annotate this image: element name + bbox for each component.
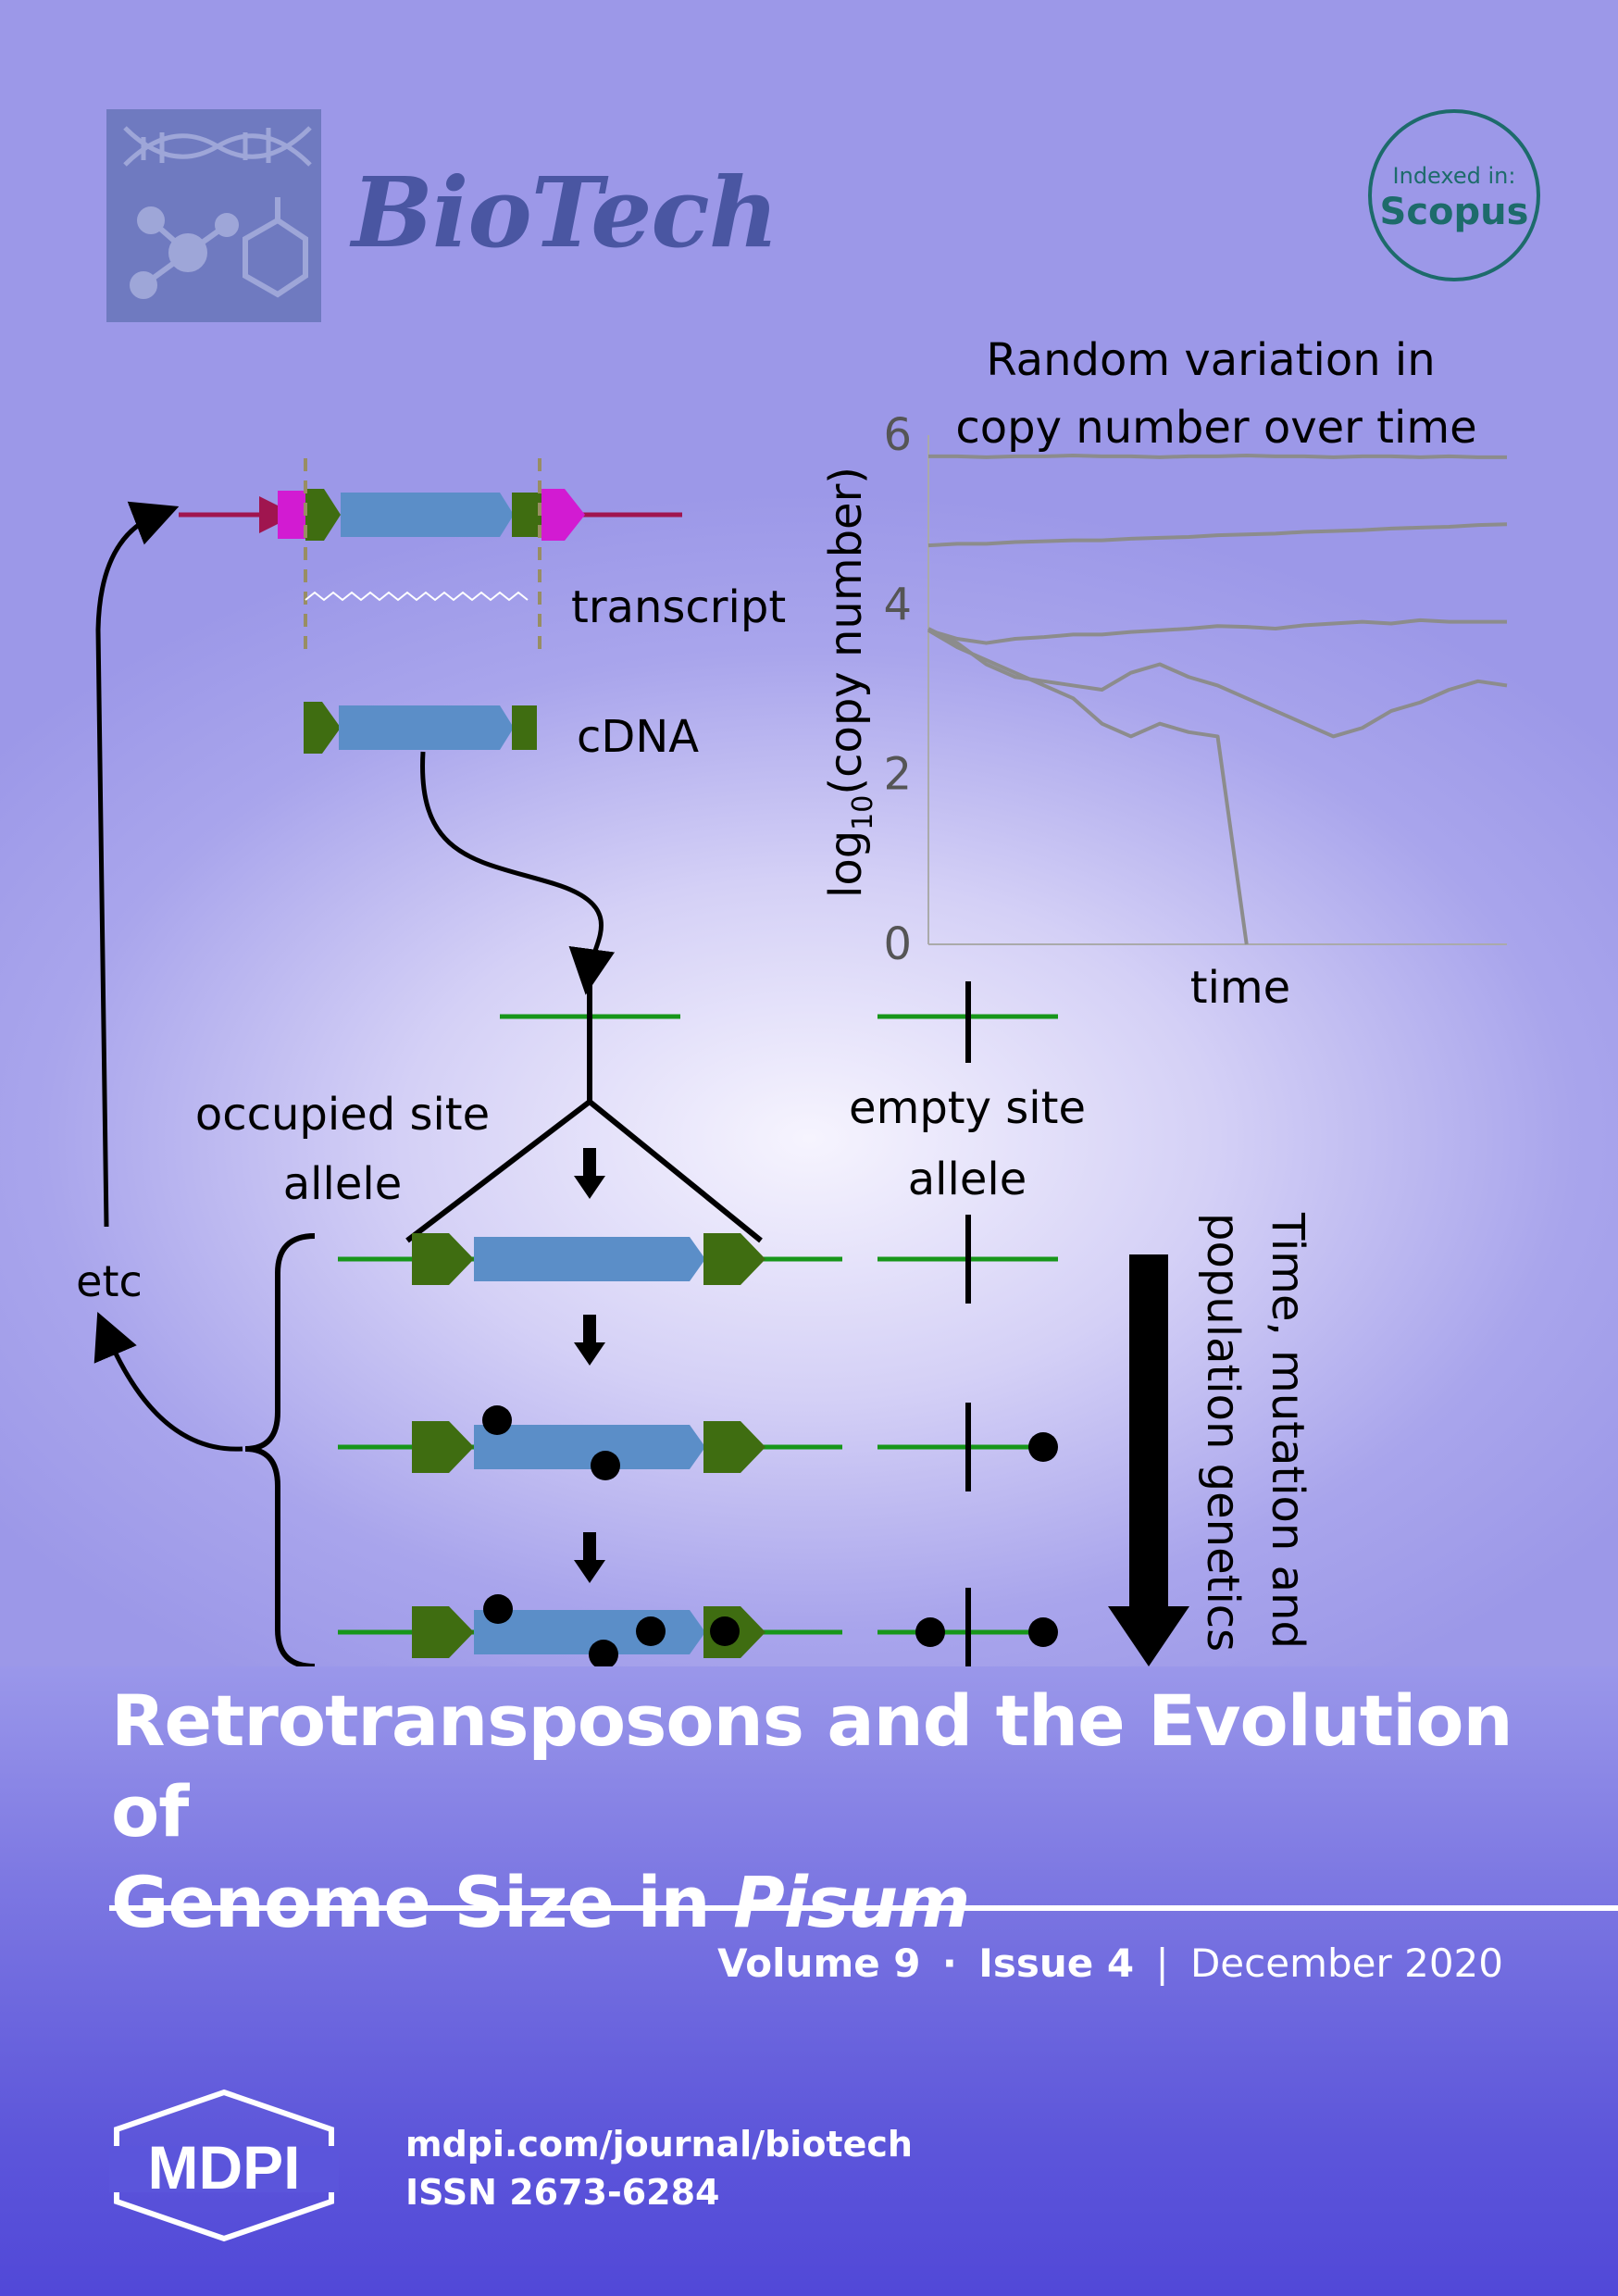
source-element: transcript [179,458,786,653]
cdna-element: cDNA [304,702,699,995]
mdpi-logo-icon: MDPI [109,2089,339,2242]
cycle-arrow-upper [95,501,180,1228]
issn: ISSN 2673-6284 [405,2172,720,2213]
chart-title-line2: copy number over time [955,402,1476,454]
insertion-site [405,981,1058,1243]
issue-dot: · [941,1940,957,1986]
occupied-allele-2 [338,1405,842,1480]
article-title: Retrotransposons and the Evolution of Ge… [111,1676,1555,1948]
volume-label: Volume 9 [717,1940,921,1986]
title-divider [109,1905,1618,1911]
biotech-logo-icon [106,109,321,322]
time-arrow-icon [1108,1254,1189,1666]
article-title-line2-prefix: Genome Size in [111,1861,734,1943]
chart-title-line1: Random variation in [986,334,1435,386]
empty-allele-2 [877,1403,1058,1491]
issue-separator: | [1155,1940,1169,1986]
y-axis-label-log: log [820,830,872,898]
empty-allele-1 [877,1215,1058,1304]
article-title-italic: Pisum [733,1861,970,1943]
issue-line: Volume 9 · Issue 4 | December 2020 [717,1940,1503,1986]
series-line-2 [927,522,1508,548]
y-axis-label-rest: (copy number) [820,467,872,795]
cycle-arrow-lower [93,1311,243,1452]
copy-number-chart: Random variation in copy number over tim… [820,334,1508,1014]
x-axis-label: time [1190,962,1290,1014]
article-title-line2: Genome Size in Pisum [111,1857,1555,1948]
series-line-3 [927,618,1507,645]
series-line-5 [927,629,1249,945]
journal-url[interactable]: mdpi.com/journal/biotech [405,2124,913,2165]
indexed-label: Indexed in: [1392,163,1516,189]
y-tick-label: 6 [883,409,912,461]
y-axis-label-sub: 10 [847,795,879,830]
y-axis-label: log10(copy number) [820,467,879,898]
time-vertical-label-1: Time, mutation and [1262,1212,1313,1649]
issue-date: December 2020 [1189,1940,1503,1986]
allele-brace [244,1233,316,1666]
retrotransposon-figure: Random variation in copy number over tim… [76,334,1508,1666]
y-tick-label: 4 [883,579,912,630]
y-tick-label: 0 [883,918,912,970]
journal-title: BioTech [352,156,778,269]
occupied-label-1: occupied site [195,1089,490,1141]
cdna-label: cDNA [577,711,699,763]
occupied-label-2: allele [283,1158,402,1210]
transcript-label: transcript [571,581,786,633]
publisher-links: mdpi.com/journal/biotech ISSN 2673-6284 [405,2120,913,2216]
empty-label-2: allele [908,1154,1027,1205]
y-tick-label: 2 [883,749,912,801]
mdpi-logo-text: MDPI [148,2133,301,2202]
scopus-badge: Indexed in: Scopus [1368,109,1540,281]
etc-label: etc [76,1256,143,1306]
series-line-4 [927,627,1508,739]
occupied-allele-1 [338,1233,842,1285]
occupied-allele-3 [338,1594,842,1666]
time-vertical-label-2: population genetics [1197,1213,1249,1652]
article-title-line1: Retrotransposons and the Evolution of [111,1679,1513,1853]
series-line-1 [928,454,1507,459]
down-arrows [574,1148,605,1583]
empty-label-1: empty site [849,1082,1086,1134]
empty-allele-3 [877,1588,1058,1666]
scopus-label: Scopus [1379,191,1529,233]
issue-label: Issue 4 [978,1940,1135,1986]
